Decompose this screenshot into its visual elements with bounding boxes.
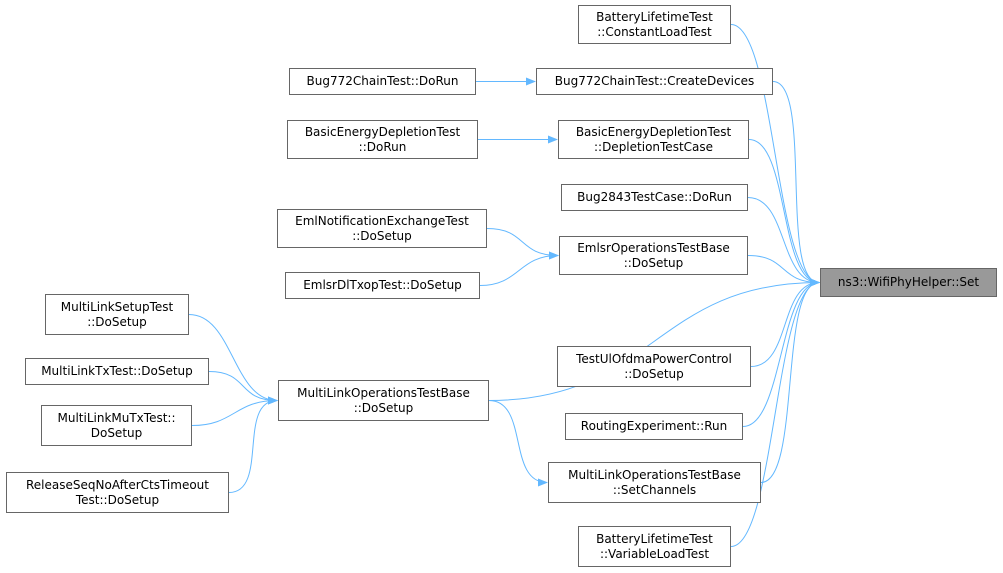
- edge-n_depltestcase-to-n_set: [748, 139, 820, 287]
- node-routingexperiment-run[interactable]: RoutingExperiment::Run: [565, 413, 743, 440]
- node-label: EmlsrOperationsTestBase: [577, 240, 730, 255]
- node-basicenergydepletiontest-depletiontestcase[interactable]: BasicEnergyDepletionTest ::DepletionTest…: [558, 120, 749, 159]
- node-label: BatteryLifetimeTest: [596, 9, 713, 24]
- node-multilinktxtest-dosetup[interactable]: MultiLinkTxTest::DoSetup: [25, 358, 209, 385]
- edge-n_relseq-to-n_mlobase: [228, 396, 278, 493]
- edge-n_mlsetup-to-n_mlobase: [188, 314, 278, 405]
- edge-n_mlobase-to-n_setchannels: [488, 400, 548, 487]
- edge-n_routing-to-n_set: [742, 278, 820, 427]
- node-label: Bug2843TestCase::DoRun: [577, 190, 732, 204]
- node-label: ::DoSetup: [623, 255, 684, 270]
- node-label: MultiLinkSetupTest: [60, 299, 174, 314]
- node-basicenergydepletiontest-dorun[interactable]: BasicEnergyDepletionTest ::DoRun: [287, 120, 478, 159]
- node-label: ReleaseSeqNoAfterCtsTimeout: [26, 477, 209, 492]
- edge-n_mltx-to-n_mlobase: [208, 371, 278, 405]
- node-label: ::DoSetup: [87, 314, 147, 329]
- node-label: DoSetup: [90, 425, 143, 440]
- node-label: BasicEnergyDepletionTest: [304, 124, 461, 139]
- node-emlnotificationexchangetest-dosetup[interactable]: EmlNotificationExchangeTest ::DoSetup: [277, 209, 487, 248]
- node-label: MultiLinkMuTxTest::: [57, 410, 176, 425]
- node-label: EmlNotificationExchangeTest: [295, 213, 469, 228]
- node-emlsroperationstestbase-dosetup[interactable]: EmlsrOperationsTestBase ::DoSetup: [559, 236, 748, 275]
- node-label: EmlsrDlTxopTest::DoSetup: [303, 278, 462, 292]
- node-label: BasicEnergyDepletionTest: [575, 124, 732, 139]
- node-releaseseqnoafterctstimeouttest-dosetup[interactable]: ReleaseSeqNoAfterCtsTimeout Test::DoSetu…: [6, 472, 229, 513]
- edge-n_varload-to-n_set: [730, 278, 820, 547]
- node-label: ns3::WifiPhyHelper::Set: [837, 275, 980, 289]
- edge-n_emlnotif-to-n_emlsrbase: [486, 228, 559, 260]
- node-label: ::DoSetup: [352, 228, 412, 243]
- node-bug2843testcase-dorun[interactable]: Bug2843TestCase::DoRun: [561, 184, 748, 211]
- node-multilinkmutxtest-dosetup[interactable]: MultiLinkMuTxTest:: DoSetup: [41, 405, 192, 446]
- node-label: Bug772ChainTest::DoRun: [306, 74, 459, 88]
- node-label: ::VariableLoadTest: [599, 546, 710, 561]
- node-wifiphyhelper-set[interactable]: ns3::WifiPhyHelper::Set: [820, 268, 997, 297]
- node-multilinkoperationstestbase-dosetup[interactable]: MultiLinkOperationsTestBase ::DoSetup: [278, 380, 489, 421]
- node-label: ::DepletionTestCase: [593, 139, 714, 154]
- node-label: ::ConstantLoadTest: [597, 24, 712, 39]
- edge-n_mlobase-to-n_set: [488, 278, 820, 401]
- node-label: ::DoSetup: [353, 400, 414, 415]
- node-multilinkoperationstestbase-setchannels[interactable]: MultiLinkOperationsTestBase ::SetChannel…: [548, 462, 761, 503]
- node-bug772chaintest-createdevices[interactable]: Bug772ChainTest::CreateDevices: [536, 68, 773, 95]
- node-label: BatteryLifetimeTest: [596, 531, 713, 546]
- edge-n_setchannels-to-n_set: [760, 278, 820, 483]
- edge-n_bug2843-to-n_set: [747, 197, 820, 287]
- node-label: ::SetChannels: [612, 482, 697, 497]
- edge-n_constload-to-n_set: [730, 24, 820, 287]
- edge-n_createdev-to-n_set: [772, 81, 820, 287]
- node-emlsrdltxoptest-dosetup[interactable]: EmlsrDlTxopTest::DoSetup: [285, 272, 480, 299]
- edge-n_mlmutx-to-n_mlobase: [191, 396, 278, 426]
- node-bug772chaintest-dorun[interactable]: Bug772ChainTest::DoRun: [289, 68, 476, 95]
- node-label: Bug772ChainTest::CreateDevices: [554, 74, 755, 88]
- node-label: Test::DoSetup: [75, 492, 160, 507]
- node-label: MultiLinkOperationsTestBase: [568, 467, 741, 482]
- edge-n_ulofdma-to-n_set: [750, 278, 820, 367]
- node-multilinksetuptest-dosetup[interactable]: MultiLinkSetupTest ::DoSetup: [45, 294, 189, 335]
- node-label: TestUlOfdmaPowerControl: [576, 351, 732, 366]
- node-label: ::DoRun: [358, 139, 407, 154]
- edge-n_emlsrbase-to-n_set: [747, 255, 820, 287]
- node-batterylifetimetest-variableloadtest[interactable]: BatteryLifetimeTest ::VariableLoadTest: [578, 526, 731, 567]
- node-label: MultiLinkOperationsTestBase: [297, 385, 470, 400]
- node-label: MultiLinkTxTest::DoSetup: [41, 364, 193, 378]
- node-testulofdmapowercontrol-dosetup[interactable]: TestUlOfdmaPowerControl ::DoSetup: [557, 346, 751, 387]
- node-batterylifetimetest-constantloadtest[interactable]: BatteryLifetimeTest ::ConstantLoadTest: [578, 5, 731, 44]
- node-label: RoutingExperiment::Run: [580, 419, 728, 433]
- edge-n_emlsrdl-to-n_emlsrbase: [479, 251, 559, 286]
- node-label: ::DoSetup: [624, 366, 684, 381]
